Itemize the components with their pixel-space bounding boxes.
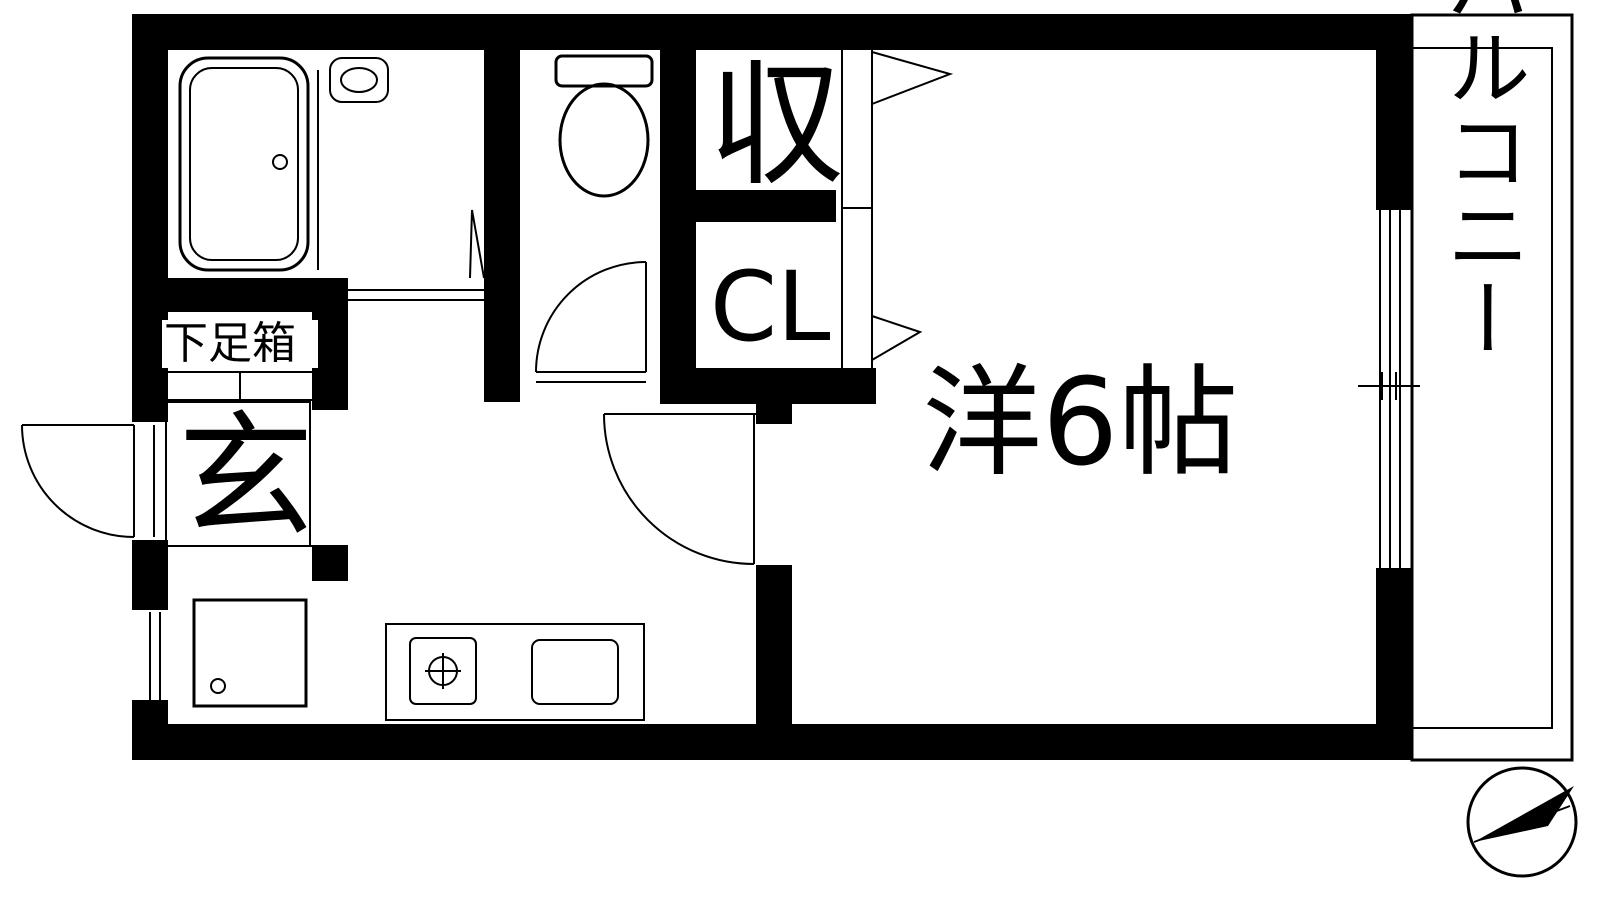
entrance-area	[165, 401, 312, 547]
western-room-label: 洋6帖	[922, 354, 1238, 493]
north-arrow-icon	[1466, 766, 1578, 878]
kitchen-sink-icon	[531, 639, 619, 705]
entrance-door	[21, 424, 155, 538]
kitchen-window	[149, 612, 161, 700]
balcony-text: バルコニー	[1433, 0, 1531, 360]
bathtub-icon	[178, 56, 310, 272]
washing-machine-icon	[192, 598, 308, 708]
bathroom	[168, 50, 485, 301]
toilet-room	[535, 54, 654, 383]
interior-walls	[168, 14, 876, 760]
balcony-window	[1358, 210, 1420, 568]
shoe-box-label: 下足箱	[164, 318, 296, 369]
kitchen-counter	[385, 623, 645, 721]
shoe-box	[162, 320, 318, 401]
balcony-area	[1410, 13, 1574, 762]
balcony-label: バルコニー	[1433, 0, 1531, 360]
toilet-icon	[554, 54, 654, 198]
storage-label: 収	[708, 47, 844, 205]
storage-closet	[841, 50, 954, 368]
entrance-label: 玄	[178, 399, 314, 557]
washbasin-icon	[329, 57, 389, 103]
gas-stove-icon	[409, 637, 477, 705]
room-door	[603, 413, 756, 565]
closet-label: CL	[710, 251, 831, 363]
